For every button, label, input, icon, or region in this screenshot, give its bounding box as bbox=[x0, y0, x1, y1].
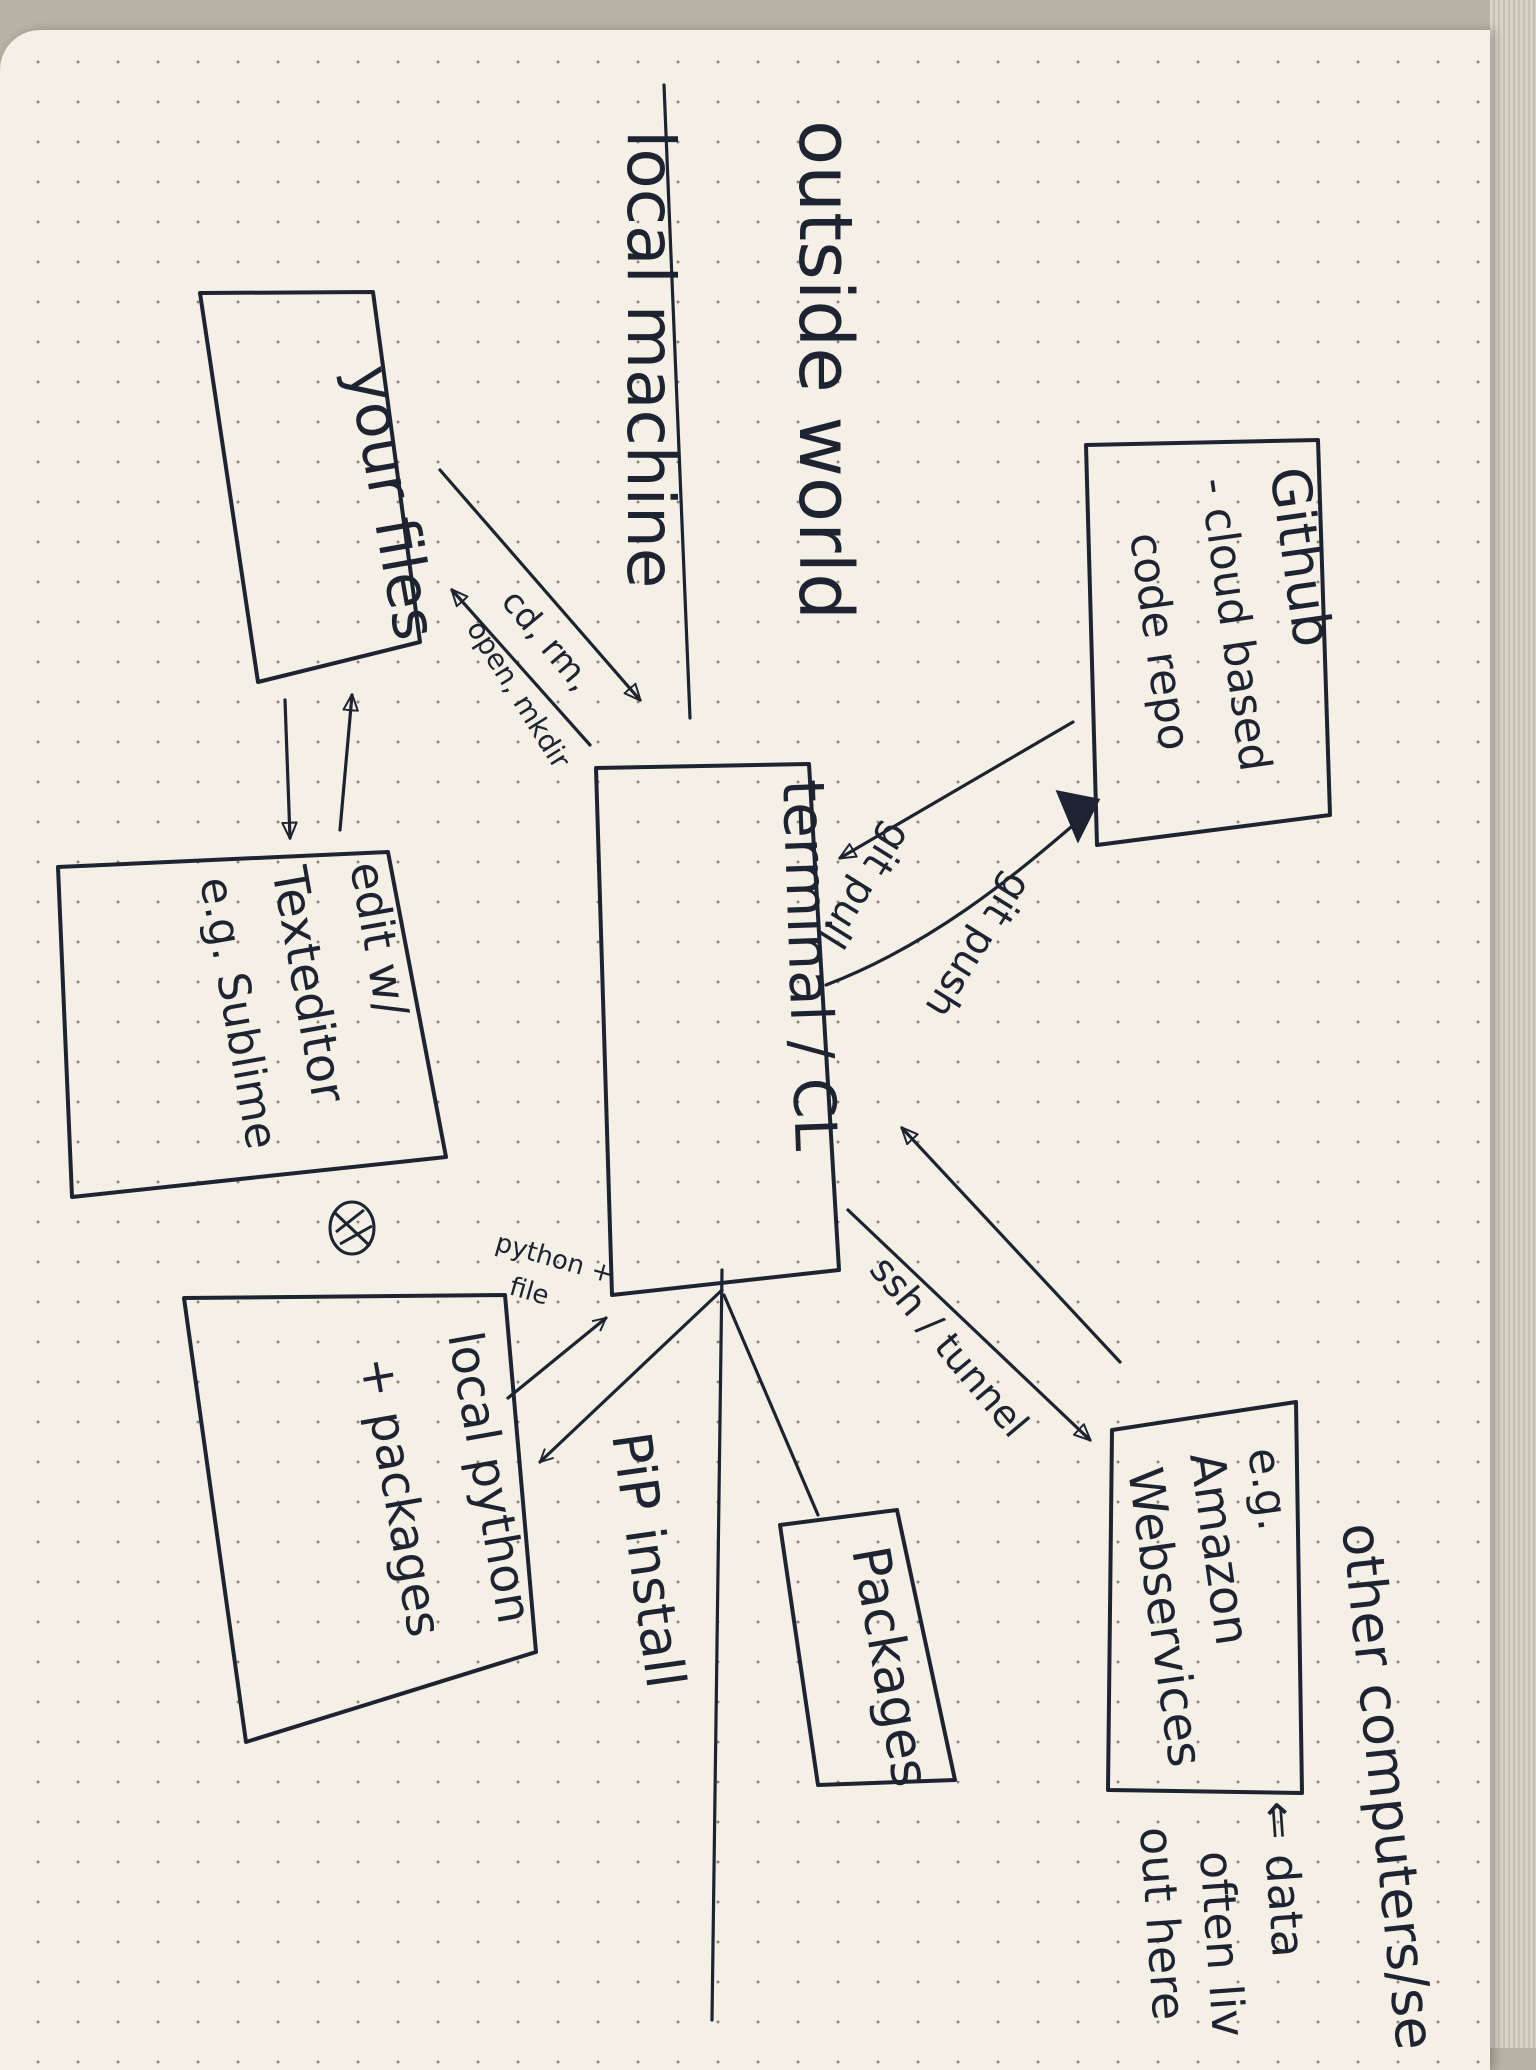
terminal-node: terminal / CL bbox=[594, 762, 850, 1297]
github-label-line1: Github bbox=[1257, 463, 1345, 651]
svg-text:other computers/se: other computers/se bbox=[1329, 1520, 1447, 2048]
terminal-label: terminal / CL bbox=[769, 778, 850, 1152]
label-git-push: git push bbox=[916, 865, 1041, 1027]
your-files-label: your files bbox=[333, 360, 450, 645]
svg-text:local machine: local machine bbox=[612, 130, 689, 588]
github-label-line3: code repo bbox=[1119, 529, 1200, 753]
arrow-git-pull bbox=[840, 720, 1075, 860]
outside-world-label: outside world bbox=[782, 120, 868, 620]
arrow-files-to-terminal bbox=[438, 468, 642, 700]
github-node: Github - cloud based code repo bbox=[1084, 438, 1345, 847]
local-machine-lower-divider bbox=[710, 1268, 724, 2022]
local-python-node: local python + packages bbox=[182, 1293, 543, 1744]
your-files-node: your files bbox=[198, 290, 450, 684]
arrow-files-to-editor bbox=[285, 698, 290, 838]
arrow-ssh-to-aws bbox=[846, 1208, 1090, 1440]
editor-node: edit w/ Texteditor e.g. Sublime bbox=[56, 850, 448, 1199]
svg-text:file: file bbox=[506, 1272, 552, 1312]
local-machine-label: local machine bbox=[612, 130, 689, 588]
local-python-label-line1: local python bbox=[436, 1327, 542, 1627]
svg-text:git push: git push bbox=[916, 865, 1041, 1027]
svg-text:often liv: often liv bbox=[1189, 1849, 1256, 2039]
svg-text:python +: python + bbox=[492, 1228, 617, 1290]
svg-text:out here: out here bbox=[1129, 1825, 1196, 2022]
aws-label-line1: e.g. bbox=[1237, 1444, 1299, 1533]
aws-node: e.g. Amazon Webservices bbox=[1106, 1400, 1304, 1795]
svg-text:outside world: outside world bbox=[782, 120, 868, 620]
outside-world-divider bbox=[662, 83, 692, 720]
other-computers-label: other computers/se bbox=[1329, 1520, 1447, 2048]
local-python-label-line2: + packages bbox=[348, 1352, 452, 1641]
notebook-page-edge bbox=[1490, 0, 1536, 2048]
dot-grid-page bbox=[0, 30, 1490, 2070]
svg-text:⇐ data: ⇐ data bbox=[1251, 1799, 1316, 1959]
arrow-git-push bbox=[824, 813, 1087, 987]
data-note-line2: often liv bbox=[1189, 1849, 1256, 2039]
arrow-terminal-to-files bbox=[450, 590, 592, 747]
label-ssh-tunnel: ssh / tunnel bbox=[861, 1248, 1037, 1446]
label-python-plus: python + bbox=[492, 1228, 617, 1290]
label-pip-install: PiP install bbox=[599, 1428, 697, 1692]
packages-label: Packages bbox=[839, 1542, 940, 1791]
packages-node: Packages bbox=[778, 1508, 957, 1791]
arrow-aws-to-terminal bbox=[902, 1128, 1122, 1364]
data-note-line1: ⇐ data bbox=[1251, 1799, 1316, 1959]
git-push-arrowhead bbox=[1055, 789, 1101, 844]
line-terminal-to-packages bbox=[722, 1293, 820, 1517]
label-file: file bbox=[506, 1272, 552, 1312]
arrow-python-to-terminal bbox=[506, 1316, 606, 1400]
arrow-editor-to-files bbox=[338, 695, 352, 832]
svg-text:ssh / tunnel: ssh / tunnel bbox=[861, 1248, 1037, 1446]
arrow-pip-to-python bbox=[538, 1288, 724, 1464]
editor-to-python-scribble bbox=[328, 1200, 376, 1256]
svg-text:PiP install: PiP install bbox=[599, 1428, 697, 1692]
editor-label-line1: edit w/ bbox=[339, 858, 419, 1022]
data-note-line3: out here bbox=[1129, 1825, 1196, 2022]
